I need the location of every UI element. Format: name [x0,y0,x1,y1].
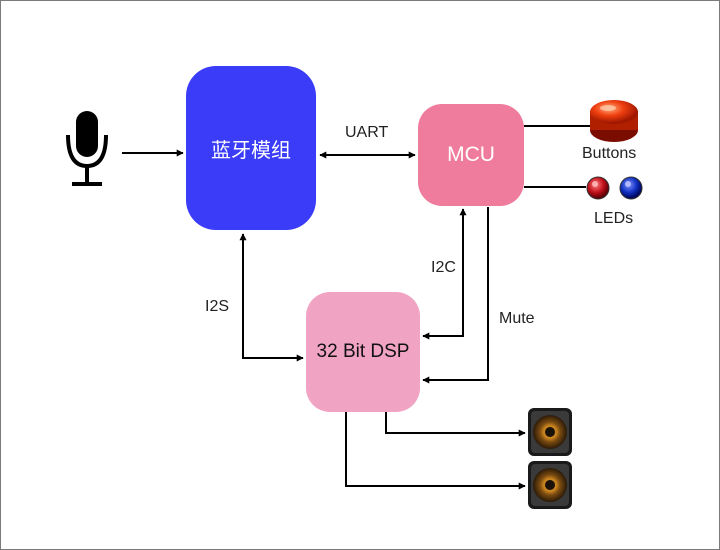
speaker-icon [528,461,572,509]
mcu-block: MCU [418,104,524,206]
i2s-arrow [239,233,304,362]
i2c-label: I2C [431,259,456,276]
dsp-label: 32 Bit DSP [316,341,410,362]
dsp-to-speaker-2-arrow [345,412,526,490]
uart-label: UART [345,124,389,141]
i2c-arrow [422,208,467,340]
red-push-button-icon [590,100,638,142]
red-led-icon [586,176,610,200]
bluetooth-module-block: 蓝牙模组 [186,66,316,230]
bluetooth-module-label: 蓝牙模组 [211,137,291,162]
mute-arrow [422,207,489,384]
mute-label: Mute [499,310,535,327]
dsp-block: 32 Bit DSP [306,292,420,412]
speaker-icon [528,408,572,456]
buttons-label: Buttons [582,145,637,162]
mcu-label: MCU [447,143,495,166]
dsp-to-speaker-1-arrow [385,412,526,437]
i2s-label: I2S [205,298,230,315]
microphone-icon [66,111,108,186]
blue-led-icon [619,176,643,200]
leds-label: LEDs [594,210,634,227]
